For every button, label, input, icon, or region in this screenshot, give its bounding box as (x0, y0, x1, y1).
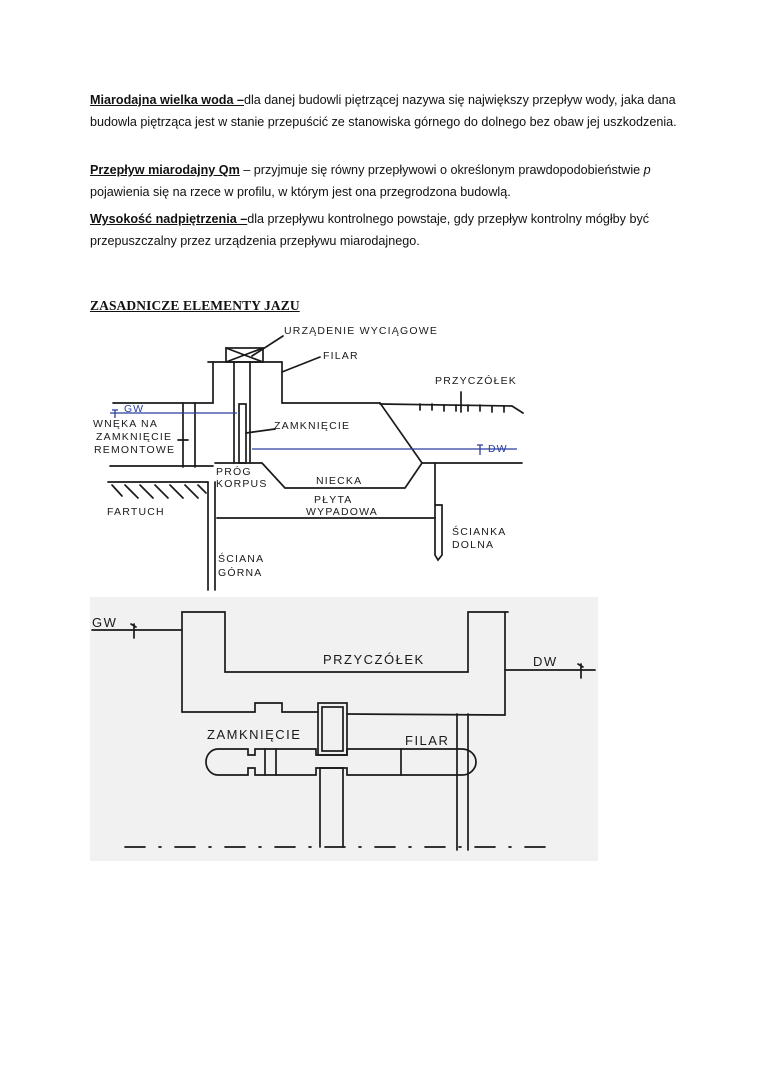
plan-label-zamkniecie: ZAMKNIĘCIE (207, 727, 301, 742)
weir-body (107, 462, 523, 591)
apron-hatching (111, 484, 207, 499)
label-wneka-2: ZAMKNIĘCIE (96, 431, 172, 443)
label-sciana-2: GÓRNA (218, 566, 263, 579)
definition-text: dla przepływu kontrolnego powstaje, gdy … (90, 212, 650, 248)
plan-label-filar: FILAR (405, 733, 449, 748)
weir-plan-diagram (90, 597, 598, 861)
definition-term: Przepływ miarodajny Qm (90, 163, 240, 177)
water-levels (110, 409, 517, 455)
repair-niche (112, 402, 214, 468)
definition-term: Miarodajna wielka woda – (90, 93, 244, 107)
leader-lines (245, 335, 321, 434)
abutment-ticks (419, 391, 505, 413)
definition-italic: p (643, 163, 651, 177)
definition-text-cont: pojawienia się na rzece w profilu, w któ… (90, 184, 511, 199)
label-dw: DW (488, 443, 508, 455)
label-fartuch: FARTUCH (107, 506, 165, 518)
label-wneka-3: REMONTOWE (94, 444, 175, 456)
label-sciana-1: ŚCIANA (218, 552, 264, 565)
definition-miarodajna-wielka-woda: Miarodajna wielka woda –dla danej budowl… (90, 90, 680, 133)
label-zamkniecie: ZAMKNIĘCIE (274, 420, 350, 432)
definition-przeplyw-miarodajny: Przepływ miarodajny Qm – przyjmuje się r… (90, 160, 680, 203)
label-wneka-1: WNĘKA NA (93, 418, 158, 430)
plan-label-przyczolek: PRZYCZÓŁEK (323, 652, 425, 667)
label-przyczolek: PRZYCZÓŁEK (435, 374, 517, 387)
section-heading: ZASADNICZE ELEMENTY JAZU (90, 298, 300, 313)
label-korpus: KORPUS (216, 478, 268, 490)
label-scianka-1: ŚCIANKA (452, 525, 507, 538)
label-scianka-2: DOLNA (452, 539, 494, 551)
label-plyta-2: WYPADOWA (306, 506, 378, 518)
label-niecka: NIECKA (316, 475, 362, 487)
definition-text: – przyjmuje się równy przepływowi o okre… (239, 163, 644, 177)
label-urzadzenie-wyciagowe: URZĄDENIE WYCIĄGOWE (284, 325, 438, 337)
label-prog: PRÓG (216, 465, 252, 478)
label-gw: GW (124, 403, 144, 415)
definition-term: Wysokość nadpiętrzenia – (90, 212, 248, 226)
definition-text: dla danej budowli piętrzącej nazywa się … (90, 93, 677, 129)
plan-label-dw: DW (533, 654, 558, 669)
definition-wysokosc-nadpietrzenia: Wysokość nadpiętrzenia –dla przepływu ko… (90, 209, 680, 252)
plan-label-gw: GW (92, 615, 117, 630)
label-filar: FILAR (323, 350, 359, 362)
label-plyta-1: PŁYTA (314, 494, 352, 506)
